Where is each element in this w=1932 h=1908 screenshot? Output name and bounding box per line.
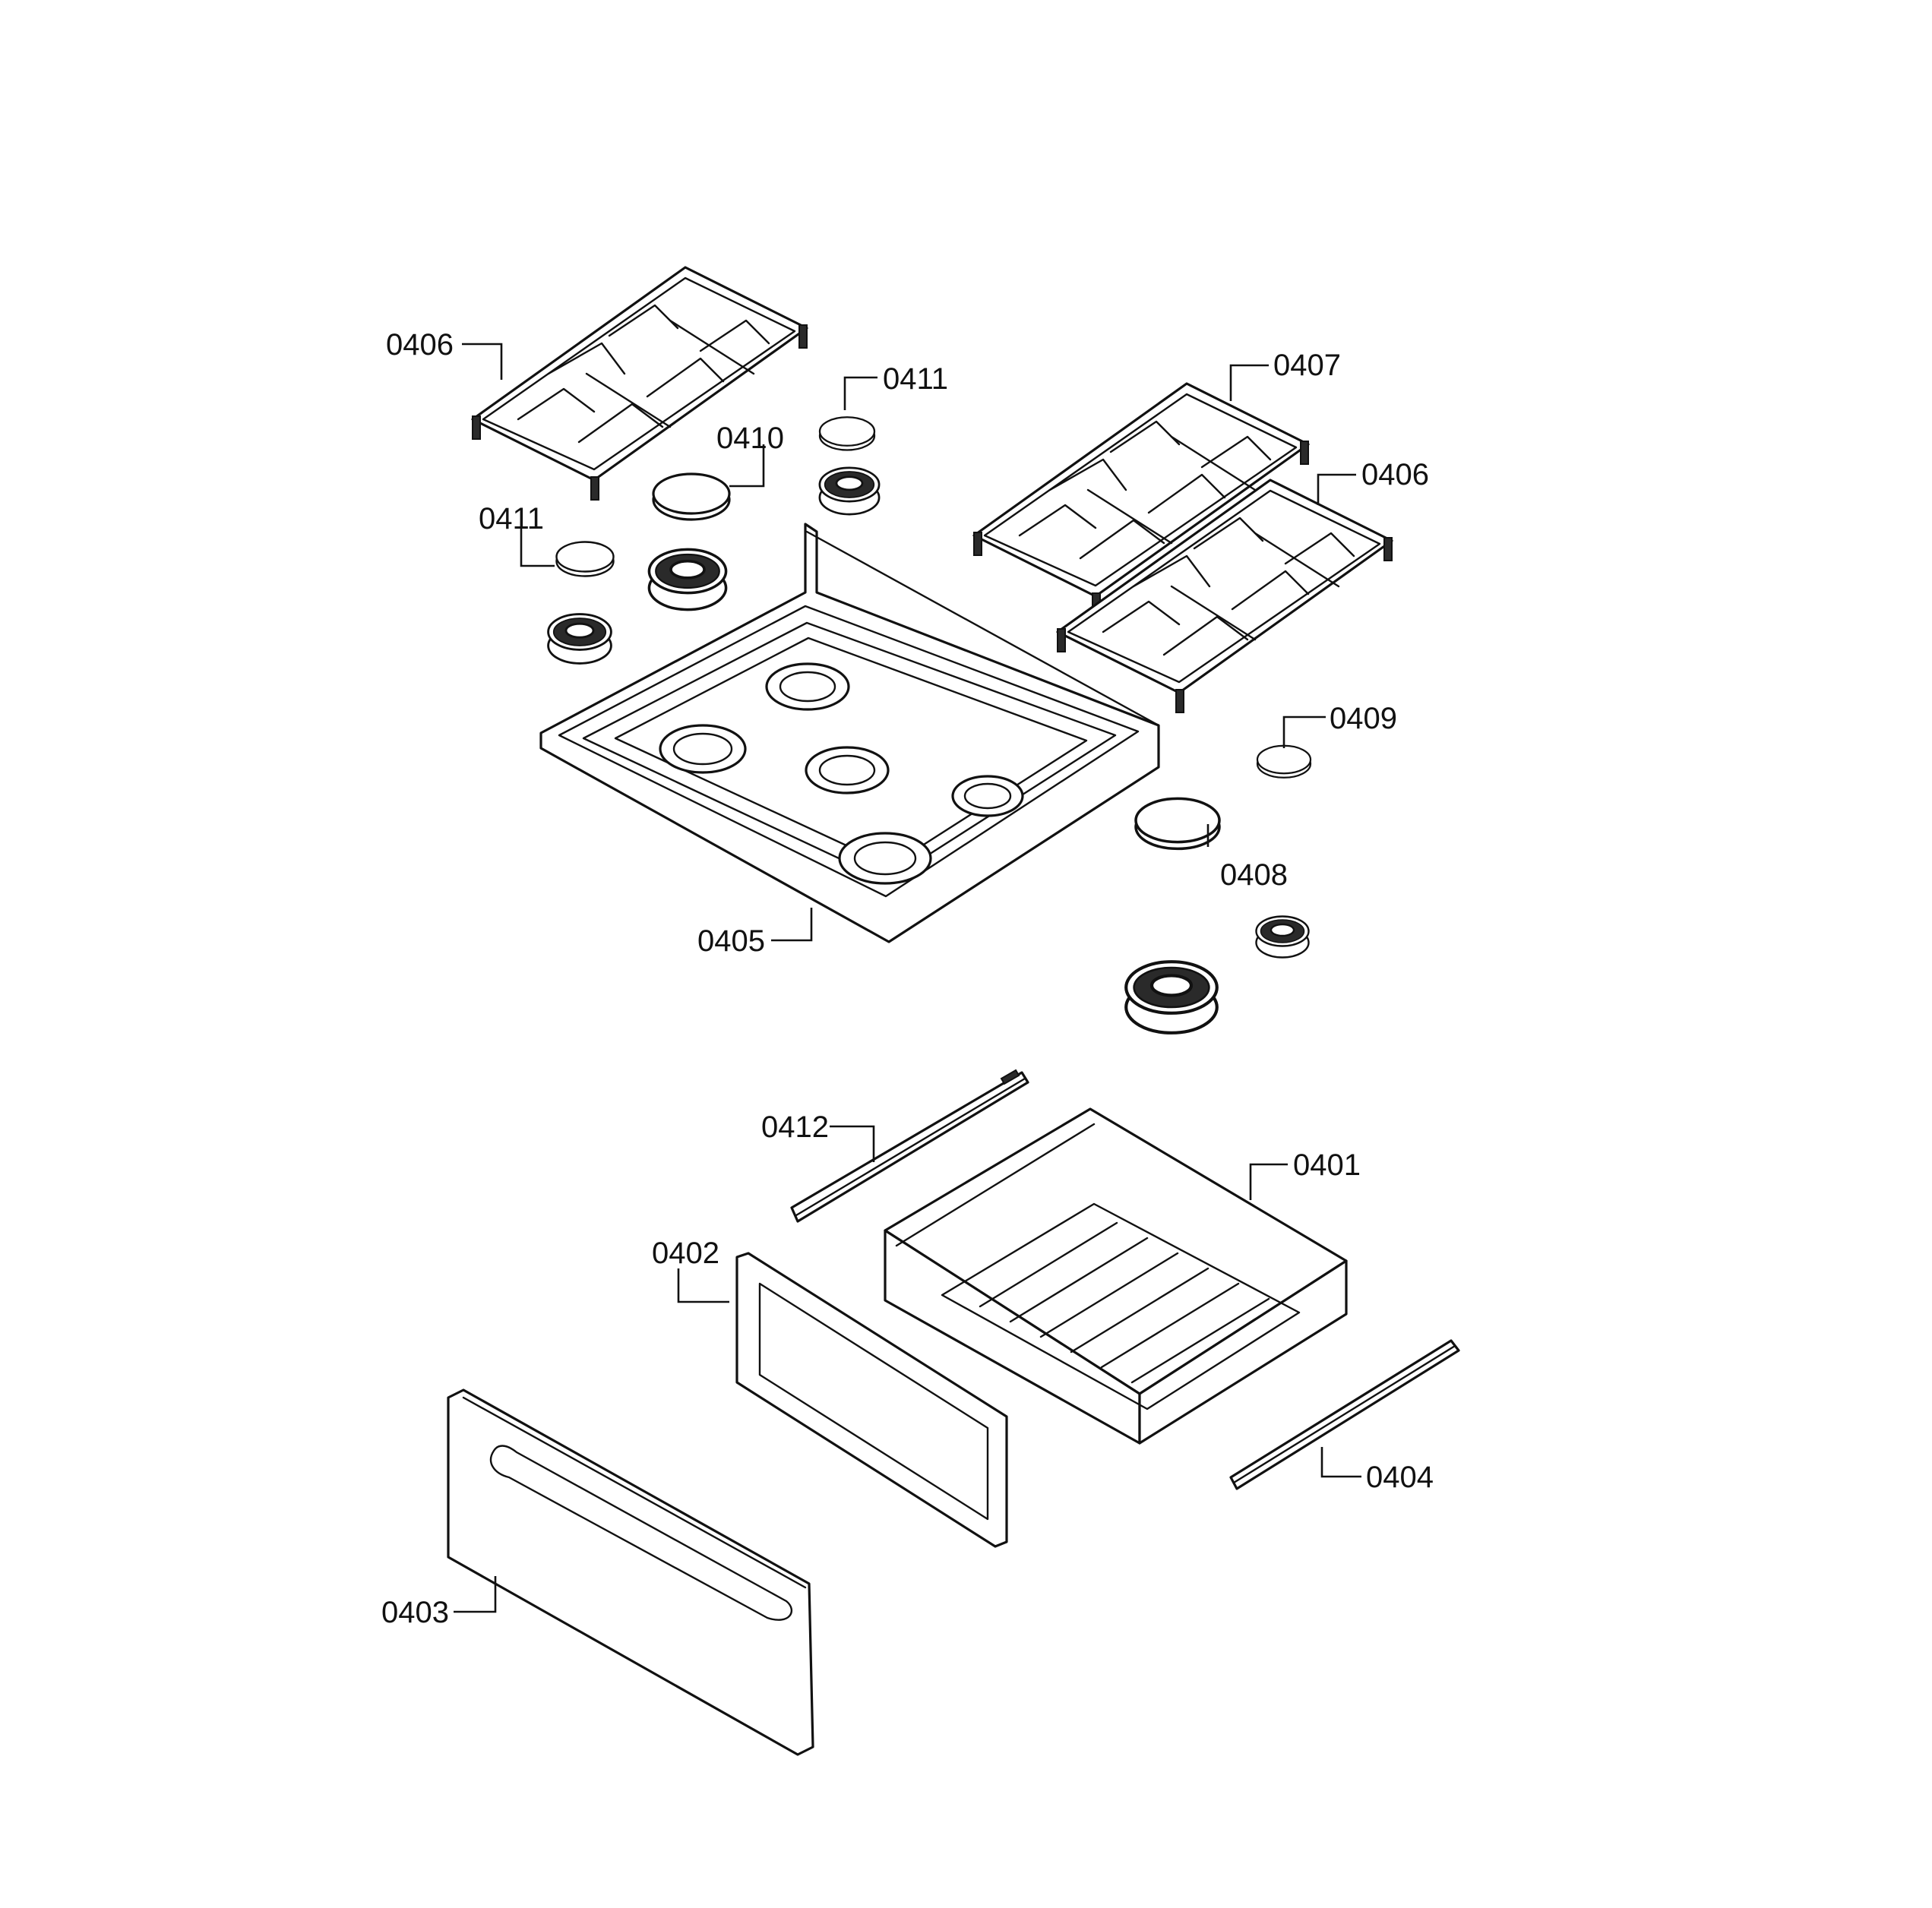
label-cap-small-left: 0411 bbox=[479, 502, 544, 535]
grate-left bbox=[471, 266, 808, 501]
burner-top bbox=[818, 466, 881, 516]
cap-large-left bbox=[652, 472, 731, 521]
cap-small-left bbox=[555, 541, 615, 577]
drawer-frame bbox=[735, 1252, 1008, 1548]
cap-small-right bbox=[1256, 744, 1312, 779]
label-grate-left: 0406 bbox=[386, 328, 454, 362]
label-rail-left: 0412 bbox=[761, 1110, 829, 1144]
label-grate-right-front: 0406 bbox=[1361, 458, 1429, 491]
drawer-body bbox=[884, 1107, 1348, 1445]
label-drawer-front: 0403 bbox=[381, 1596, 449, 1629]
label-cap-small-right: 0409 bbox=[1330, 702, 1397, 735]
burner-large-right bbox=[1126, 962, 1217, 1033]
cap-large-right bbox=[1134, 797, 1221, 851]
cooktop bbox=[539, 523, 1160, 943]
cap-small-top bbox=[818, 416, 876, 451]
label-cap-large: 0410 bbox=[716, 422, 784, 455]
label-cap-small-top: 0411 bbox=[883, 362, 948, 396]
rail-right bbox=[1229, 1339, 1460, 1490]
label-rail-right: 0404 bbox=[1366, 1461, 1434, 1494]
label-cooktop: 0405 bbox=[697, 924, 765, 958]
burner-large-left bbox=[647, 548, 728, 611]
label-drawer-body: 0401 bbox=[1293, 1148, 1361, 1182]
leaders bbox=[454, 343, 1361, 1613]
label-cap-large-right: 0408 bbox=[1220, 858, 1288, 892]
label-drawer-frame: 0402 bbox=[652, 1237, 719, 1270]
label-grate-right-back: 0407 bbox=[1273, 349, 1341, 382]
burner-small-left bbox=[547, 613, 612, 665]
drawer-front bbox=[447, 1388, 814, 1756]
burner-small-right bbox=[1255, 915, 1310, 959]
rail-left bbox=[790, 1069, 1029, 1223]
